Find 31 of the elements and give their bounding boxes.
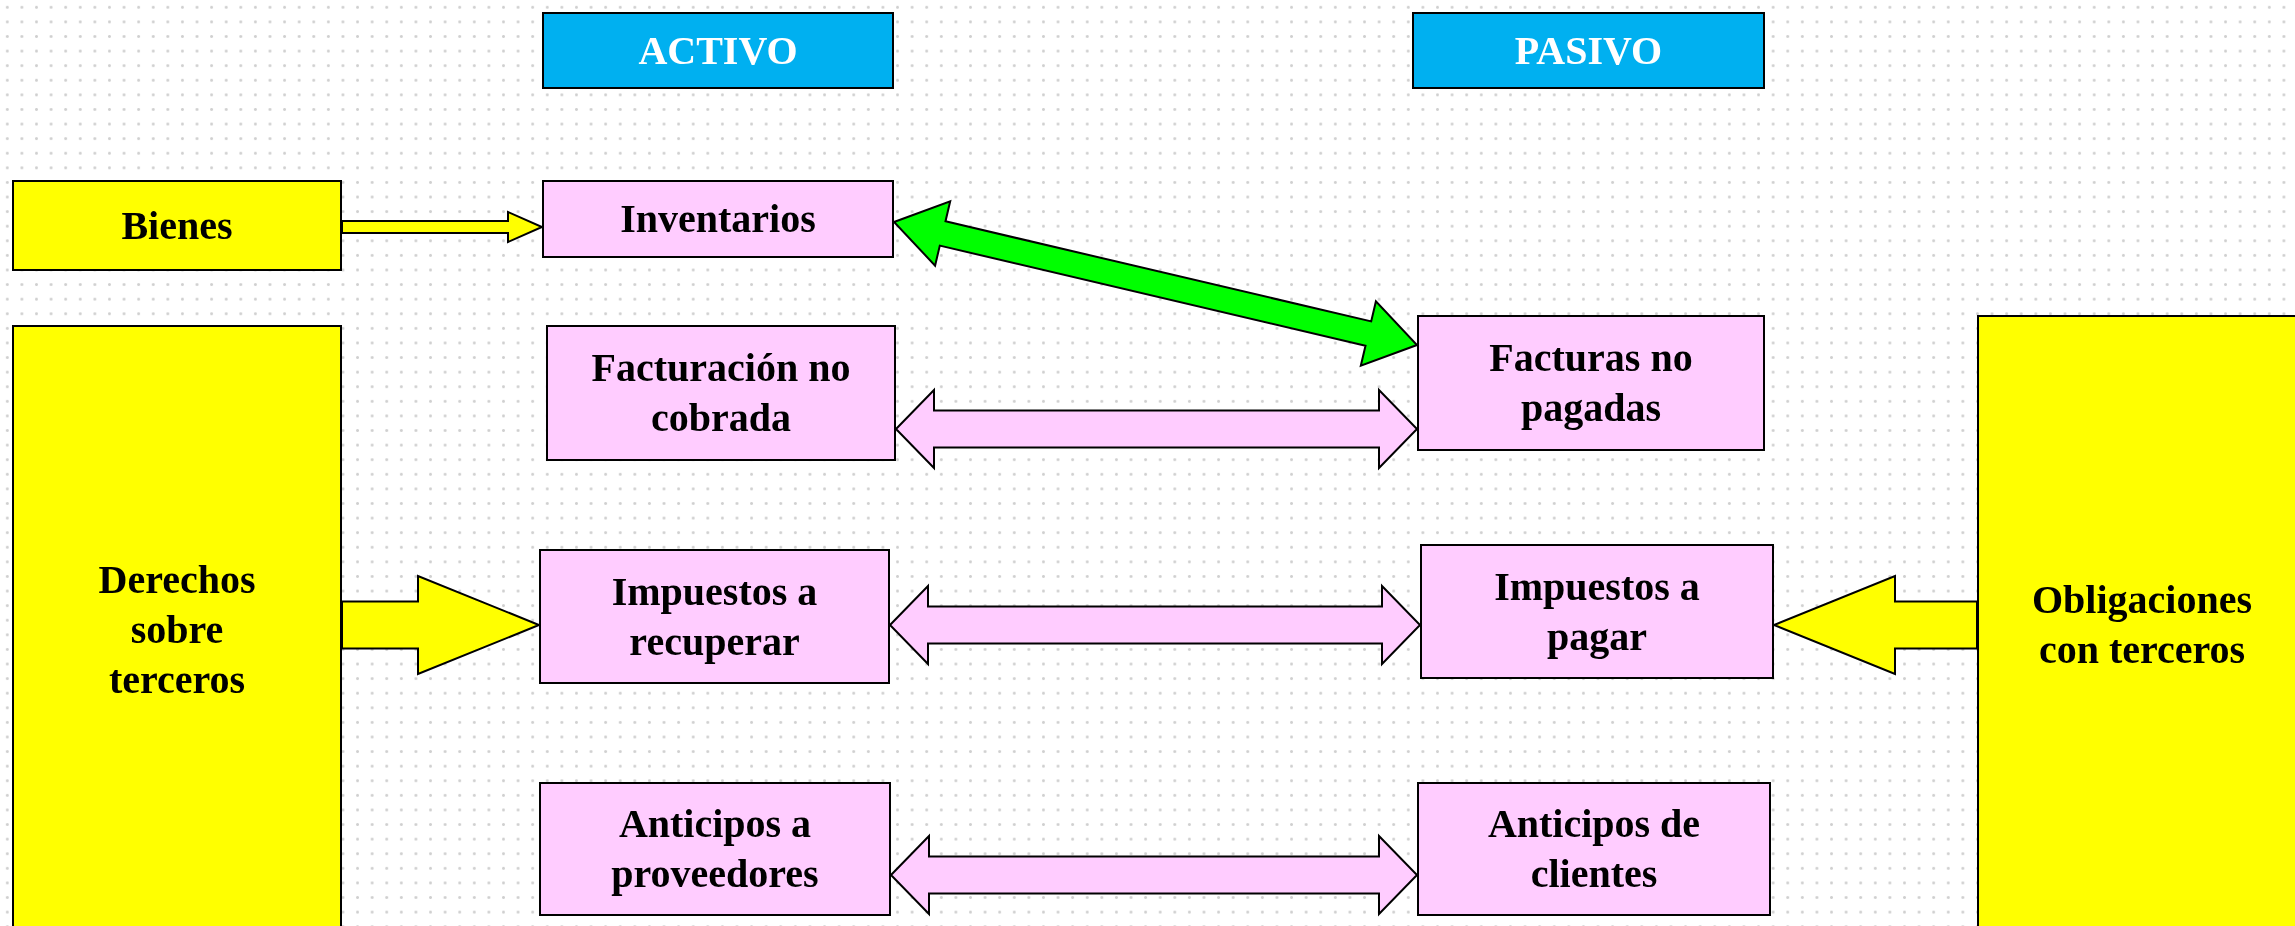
box-label: Impuestos a pagar	[1493, 562, 1701, 661]
account-box	[542, 180, 894, 258]
block-arrow	[341, 210, 545, 244]
column-header	[542, 12, 894, 89]
block-arrow	[341, 574, 542, 676]
box-label: Facturas no pagadas	[1488, 334, 1694, 432]
column-header	[1412, 12, 1765, 89]
block-arrow	[892, 199, 1419, 368]
box-label: Obligaciones con terceros	[2031, 576, 2253, 674]
category-box	[12, 180, 342, 271]
box-label: Bienes	[121, 201, 233, 250]
account-box	[1417, 315, 1765, 451]
box-label: ACTIVO	[638, 26, 798, 75]
box-label: PASIVO	[1514, 26, 1663, 75]
block-arrow	[894, 387, 1419, 471]
account-box	[539, 782, 891, 916]
box-label: Inventarios	[620, 195, 816, 243]
account-box	[1420, 544, 1774, 679]
box-label: Facturación no cobrada	[590, 344, 852, 442]
box-label: Impuestos a recuperar	[610, 567, 819, 666]
block-arrow	[888, 583, 1422, 667]
category-box	[1977, 315, 2295, 926]
category-box	[12, 325, 342, 926]
account-box	[1417, 782, 1771, 916]
account-box	[546, 325, 896, 461]
box-label: Anticipos a proveedores	[610, 800, 820, 898]
account-box	[539, 549, 890, 684]
block-arrow	[889, 833, 1419, 917]
box-label: Anticipos de clientes	[1486, 800, 1702, 898]
box-label: Derechos sobre terceros	[97, 556, 257, 704]
block-arrow	[1771, 574, 1978, 676]
